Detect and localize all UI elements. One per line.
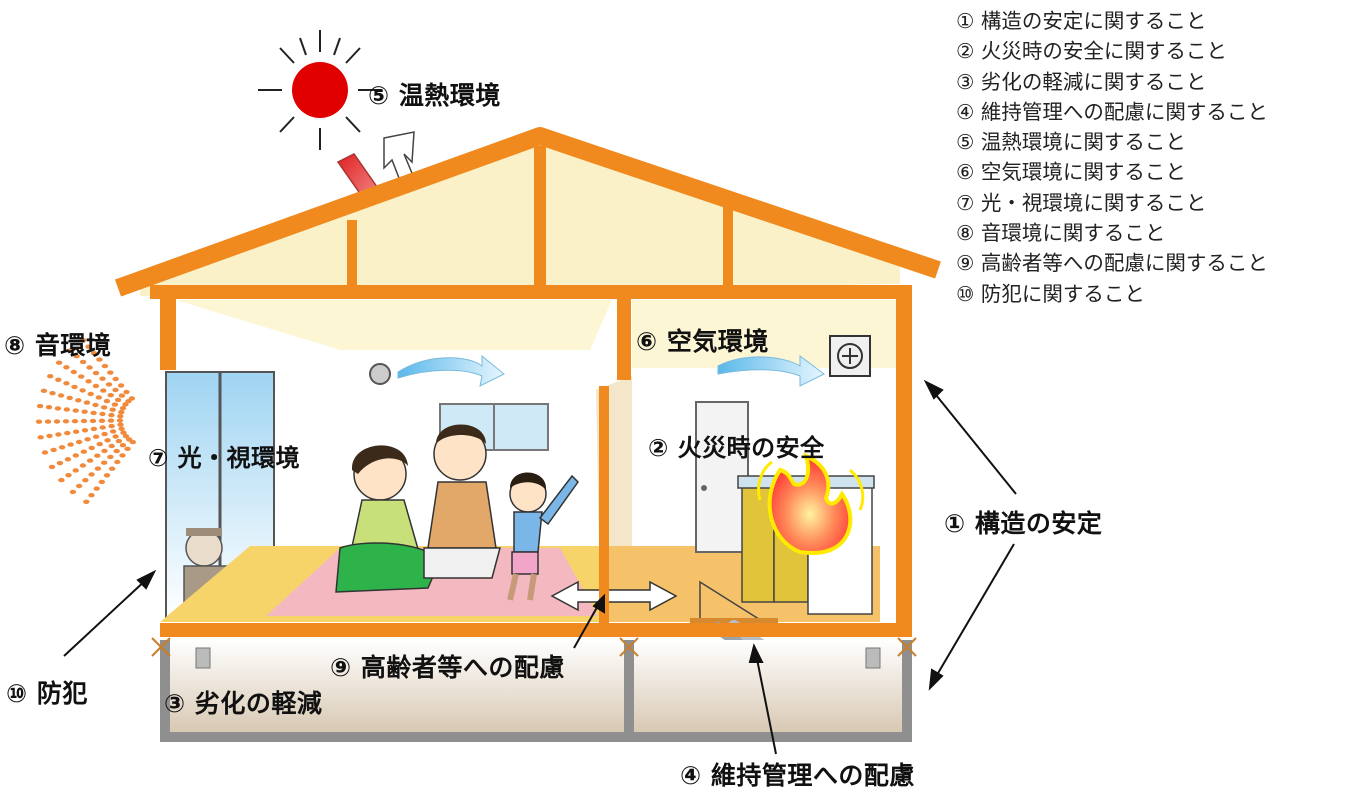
house-frame — [114, 127, 941, 637]
air-flow-arrows — [397, 354, 825, 387]
legend-item: ① 構造の安定に関すること — [956, 9, 1207, 33]
legend-item: ⑥ 空気環境に関すること — [956, 160, 1186, 185]
legend-list: ① 構造の安定に関すること ② 火災時の安全に関すること ③ 劣化の軽減に関する… — [956, 6, 1268, 309]
label-elderly: ⑨ 高齢者等への配慮 — [330, 653, 565, 682]
label-maintenance: ④ 維持管理への配慮 — [680, 761, 915, 790]
sound-waves-icon — [35, 338, 136, 504]
sun-icon — [258, 30, 382, 150]
air-vent-icon — [369, 363, 391, 385]
left-room-ceiling — [176, 300, 612, 350]
label-structure: ① 構造の安定 — [944, 509, 1103, 538]
legend-item: ③ 劣化の軽減に関すること — [956, 69, 1207, 94]
fan-icon — [829, 335, 871, 377]
legend-item: ⑦ 光・視環境に関すること — [956, 190, 1207, 215]
family-figures — [335, 424, 579, 601]
barrier-free-arrow — [550, 580, 678, 612]
pointer-arrows — [63, 379, 1017, 755]
legend-item: ⑤ 温熱環境に関すること — [956, 130, 1186, 155]
label-fire: ② 火災時の安全 — [648, 434, 825, 462]
label-sound: ⑧ 音環境 — [4, 331, 112, 360]
legend-item: ⑨ 高齢者等への配慮に関すること — [956, 251, 1268, 276]
label-air: ⑥ 空気環境 — [636, 327, 769, 356]
legend-item: ② 火災時の安全に関すること — [956, 39, 1227, 64]
label-deterioration: ③ 劣化の軽減 — [164, 689, 323, 718]
fire-icon — [757, 452, 865, 556]
legend-item: ④ 維持管理への配慮に関すること — [956, 99, 1268, 124]
legend-item: ⑩ 防犯に関すること — [956, 281, 1145, 306]
label-security: ⑩ 防犯 — [6, 679, 88, 708]
foundation — [151, 637, 917, 742]
label-light: ⑦ 光・視環境 — [148, 444, 301, 472]
label-thermal: ⑤ 温熱環境 — [368, 81, 501, 110]
attic-space — [140, 146, 900, 296]
legend-item: ⑧ 音環境に関すること — [956, 221, 1166, 246]
